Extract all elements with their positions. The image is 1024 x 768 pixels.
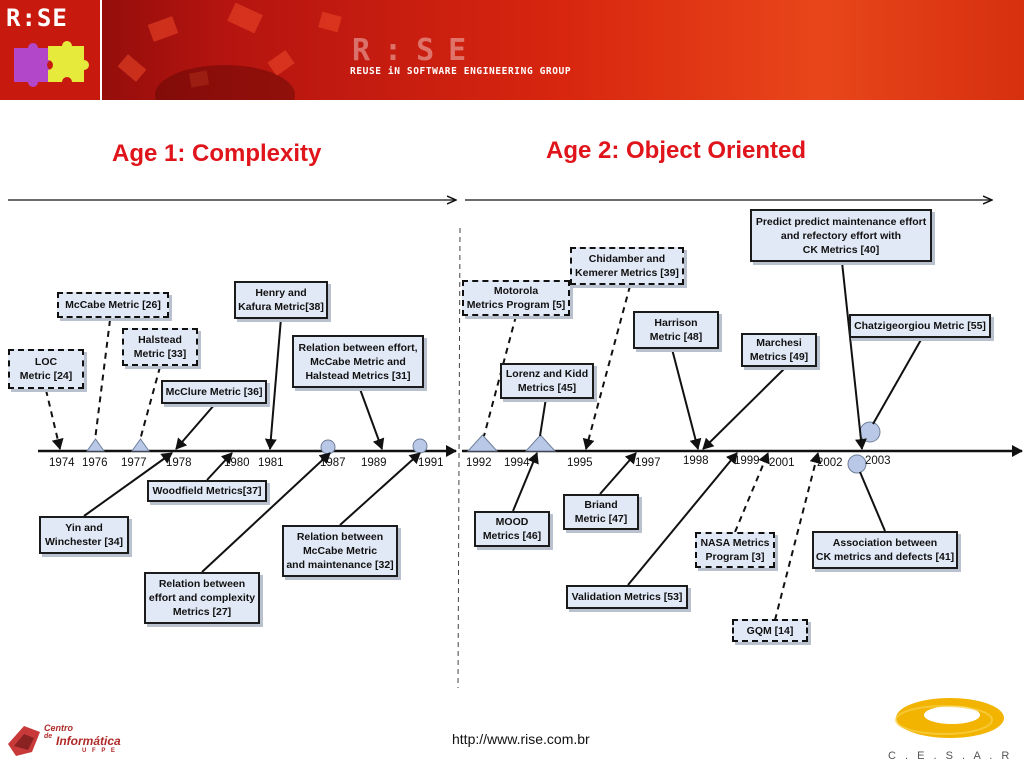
year-label: 1992: [466, 457, 492, 469]
year-label: 1997: [635, 457, 661, 469]
year-label: 1987: [320, 457, 346, 469]
cesar-text: C . E . S . A . R: [888, 750, 1013, 762]
predict-connector: [841, 261, 867, 450]
year-label: 1999: [734, 455, 760, 467]
cesar-logo: C . E . S . A . R: [880, 694, 1010, 762]
year-label: 2001: [769, 457, 795, 469]
triangle-marker-1992: [466, 434, 499, 452]
year-label: 1978: [166, 457, 192, 469]
circle-marker-2003-bottom: [847, 454, 867, 474]
nasa-connector: [734, 452, 770, 533]
year-label: 1995: [567, 457, 593, 469]
age-2-title: Age 2: Object Oriented: [546, 137, 807, 164]
box-relation-effort: Relation between effort,McCabe Metric an…: [292, 335, 424, 388]
mood-connector: [512, 452, 539, 512]
cin-line-2: de: [44, 733, 53, 740]
harrison-connector: [671, 348, 702, 450]
henry-connector: [264, 317, 282, 450]
logo-text: R:SE: [6, 4, 68, 32]
puzzle-icon: [14, 41, 89, 87]
year-label: 2002: [817, 457, 843, 469]
validation-connector: [627, 452, 738, 586]
chatzigeorgiou-connector: [872, 337, 923, 425]
centro-informatica-logo: Centro de Informática U F P E: [4, 712, 134, 767]
year-label: 1980: [224, 457, 250, 469]
year-label: 1991: [418, 457, 444, 469]
banner-decoration: [117, 2, 342, 100]
triangle-marker-1994: [524, 434, 557, 452]
motorola-connector: [483, 315, 517, 437]
cesar-ring-icon: [895, 698, 1004, 738]
triangle-marker-1977: [131, 438, 150, 452]
year-label: 1974: [49, 457, 75, 469]
year-label: 1977: [121, 457, 147, 469]
association-connector: [859, 471, 886, 532]
yin-connector: [83, 452, 173, 517]
box-validation-metrics: Validation Metrics [53]: [566, 585, 688, 609]
age-1-title: Age 1: Complexity: [112, 140, 322, 167]
box-mccabe-metric: McCabe Metric [26]: [57, 292, 169, 318]
woodfield-connector: [206, 452, 233, 481]
box-gqm: GQM [14]: [732, 619, 808, 642]
year-label: 1981: [258, 457, 284, 469]
cin-line-4: U F P E: [82, 748, 117, 754]
cin-logo-icon: [8, 726, 40, 756]
briand-connector: [599, 452, 637, 495]
year-label: 1994: [504, 457, 530, 469]
year-label: 1976: [82, 457, 108, 469]
footer-url[interactable]: http://www.rise.com.br: [452, 731, 590, 747]
box-woodfield-metrics: Woodfield Metrics[37]: [147, 480, 267, 502]
relation-effort-connector: [359, 388, 385, 450]
mccabe-connector: [94, 319, 111, 441]
header-banner: R:SE R:SE REUSE iN SOFTWARE ENGINEERING …: [0, 0, 1024, 100]
lorenz-connector: [539, 397, 547, 437]
mcclure-connector: [175, 403, 216, 450]
banner-subtitle: REUSE iN SOFTWARE ENGINEERING GROUP: [350, 66, 572, 77]
halstead-connector: [139, 366, 161, 441]
banner-title: R:SE: [352, 33, 481, 68]
cin-line-3: Informática: [56, 734, 121, 748]
circle-marker-1991: [412, 438, 428, 454]
age-divider: [457, 227, 461, 689]
year-label: 2003: [865, 455, 891, 467]
relation-maintenance-connector: [339, 452, 421, 526]
rise-logo: R:SE: [0, 0, 102, 100]
triangle-marker-1976: [86, 438, 105, 452]
box-mcclure-metric: McClure Metric [36]: [161, 380, 267, 404]
box-chatzigeorgiou-metric: Chatzigeorgiou Metric [55]: [849, 314, 991, 338]
gqm-connector: [774, 452, 822, 621]
circle-marker-2003-top: [859, 421, 881, 443]
marchesi-connector: [702, 366, 787, 450]
circle-marker-1987: [320, 439, 336, 455]
year-label: 1989: [361, 457, 387, 469]
year-label: 1998: [683, 455, 709, 467]
loc-connector: [45, 389, 64, 450]
relation-complexity-connector: [201, 452, 331, 573]
cin-line-1: Centro: [44, 723, 73, 733]
